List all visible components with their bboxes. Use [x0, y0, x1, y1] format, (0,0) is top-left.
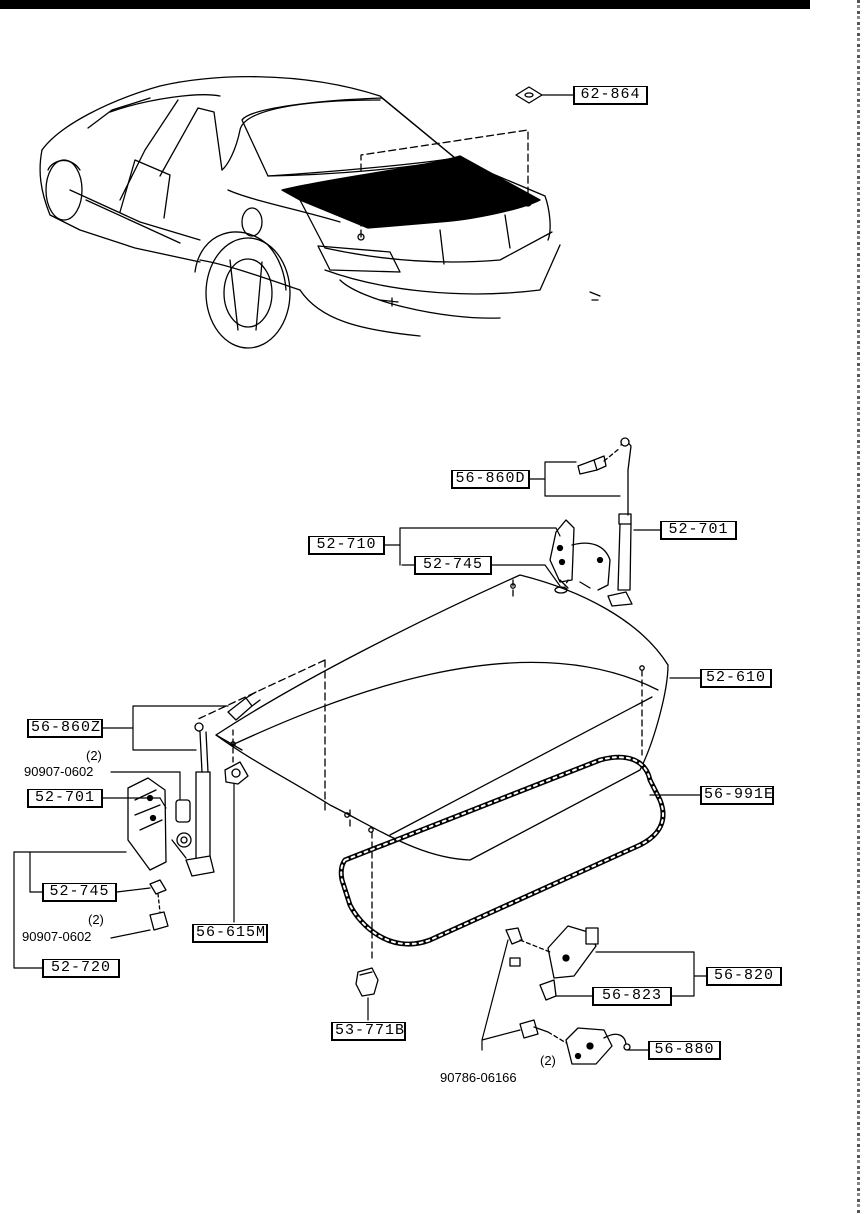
- label-52-610: 52-610: [700, 669, 772, 688]
- label-52-745-right: 52-745: [414, 556, 492, 575]
- label-62-864: 62-864: [573, 86, 648, 105]
- stopper-part: [355, 967, 379, 997]
- left-hinge-assembly: [127, 691, 261, 931]
- bolt-note-a: 90907-0602: [24, 764, 94, 779]
- scan-edge: [857, 0, 860, 1214]
- rubber-plate-icon: [515, 86, 543, 104]
- label-52-720: 52-720: [42, 959, 120, 978]
- weatherstrip-seal: [338, 754, 666, 947]
- car-illustration: [39, 76, 601, 349]
- latch-assembly: [505, 925, 631, 1065]
- bolt-note-b: 90907-0602: [22, 929, 92, 944]
- label-53-771B: 53-771B: [331, 1022, 406, 1041]
- label-56-991E: 56-991E: [700, 786, 774, 805]
- qty-note-b: (2): [88, 912, 104, 927]
- right-hinge-assembly: [549, 437, 633, 607]
- leader-lines: [13, 461, 707, 1051]
- label-52-745-left: 52-745: [42, 883, 117, 902]
- label-56-820: 56-820: [706, 967, 782, 986]
- label-56-860Z: 56-860Z: [27, 719, 103, 738]
- qty-note-c: (2): [540, 1053, 556, 1068]
- trunk-lid: [215, 574, 669, 861]
- label-56-615M: 56-615M: [192, 924, 268, 943]
- label-56-880: 56-880: [648, 1041, 721, 1060]
- top-rule: [0, 0, 810, 9]
- label-52-710: 52-710: [308, 536, 385, 555]
- label-52-701-left: 52-701: [27, 789, 103, 808]
- label-56-860D: 56-860D: [451, 470, 530, 489]
- qty-note-a: (2): [86, 748, 102, 763]
- bolt-note-c: 90786-06166: [440, 1070, 517, 1085]
- label-56-823: 56-823: [592, 987, 672, 1006]
- label-52-701-right: 52-701: [660, 521, 737, 540]
